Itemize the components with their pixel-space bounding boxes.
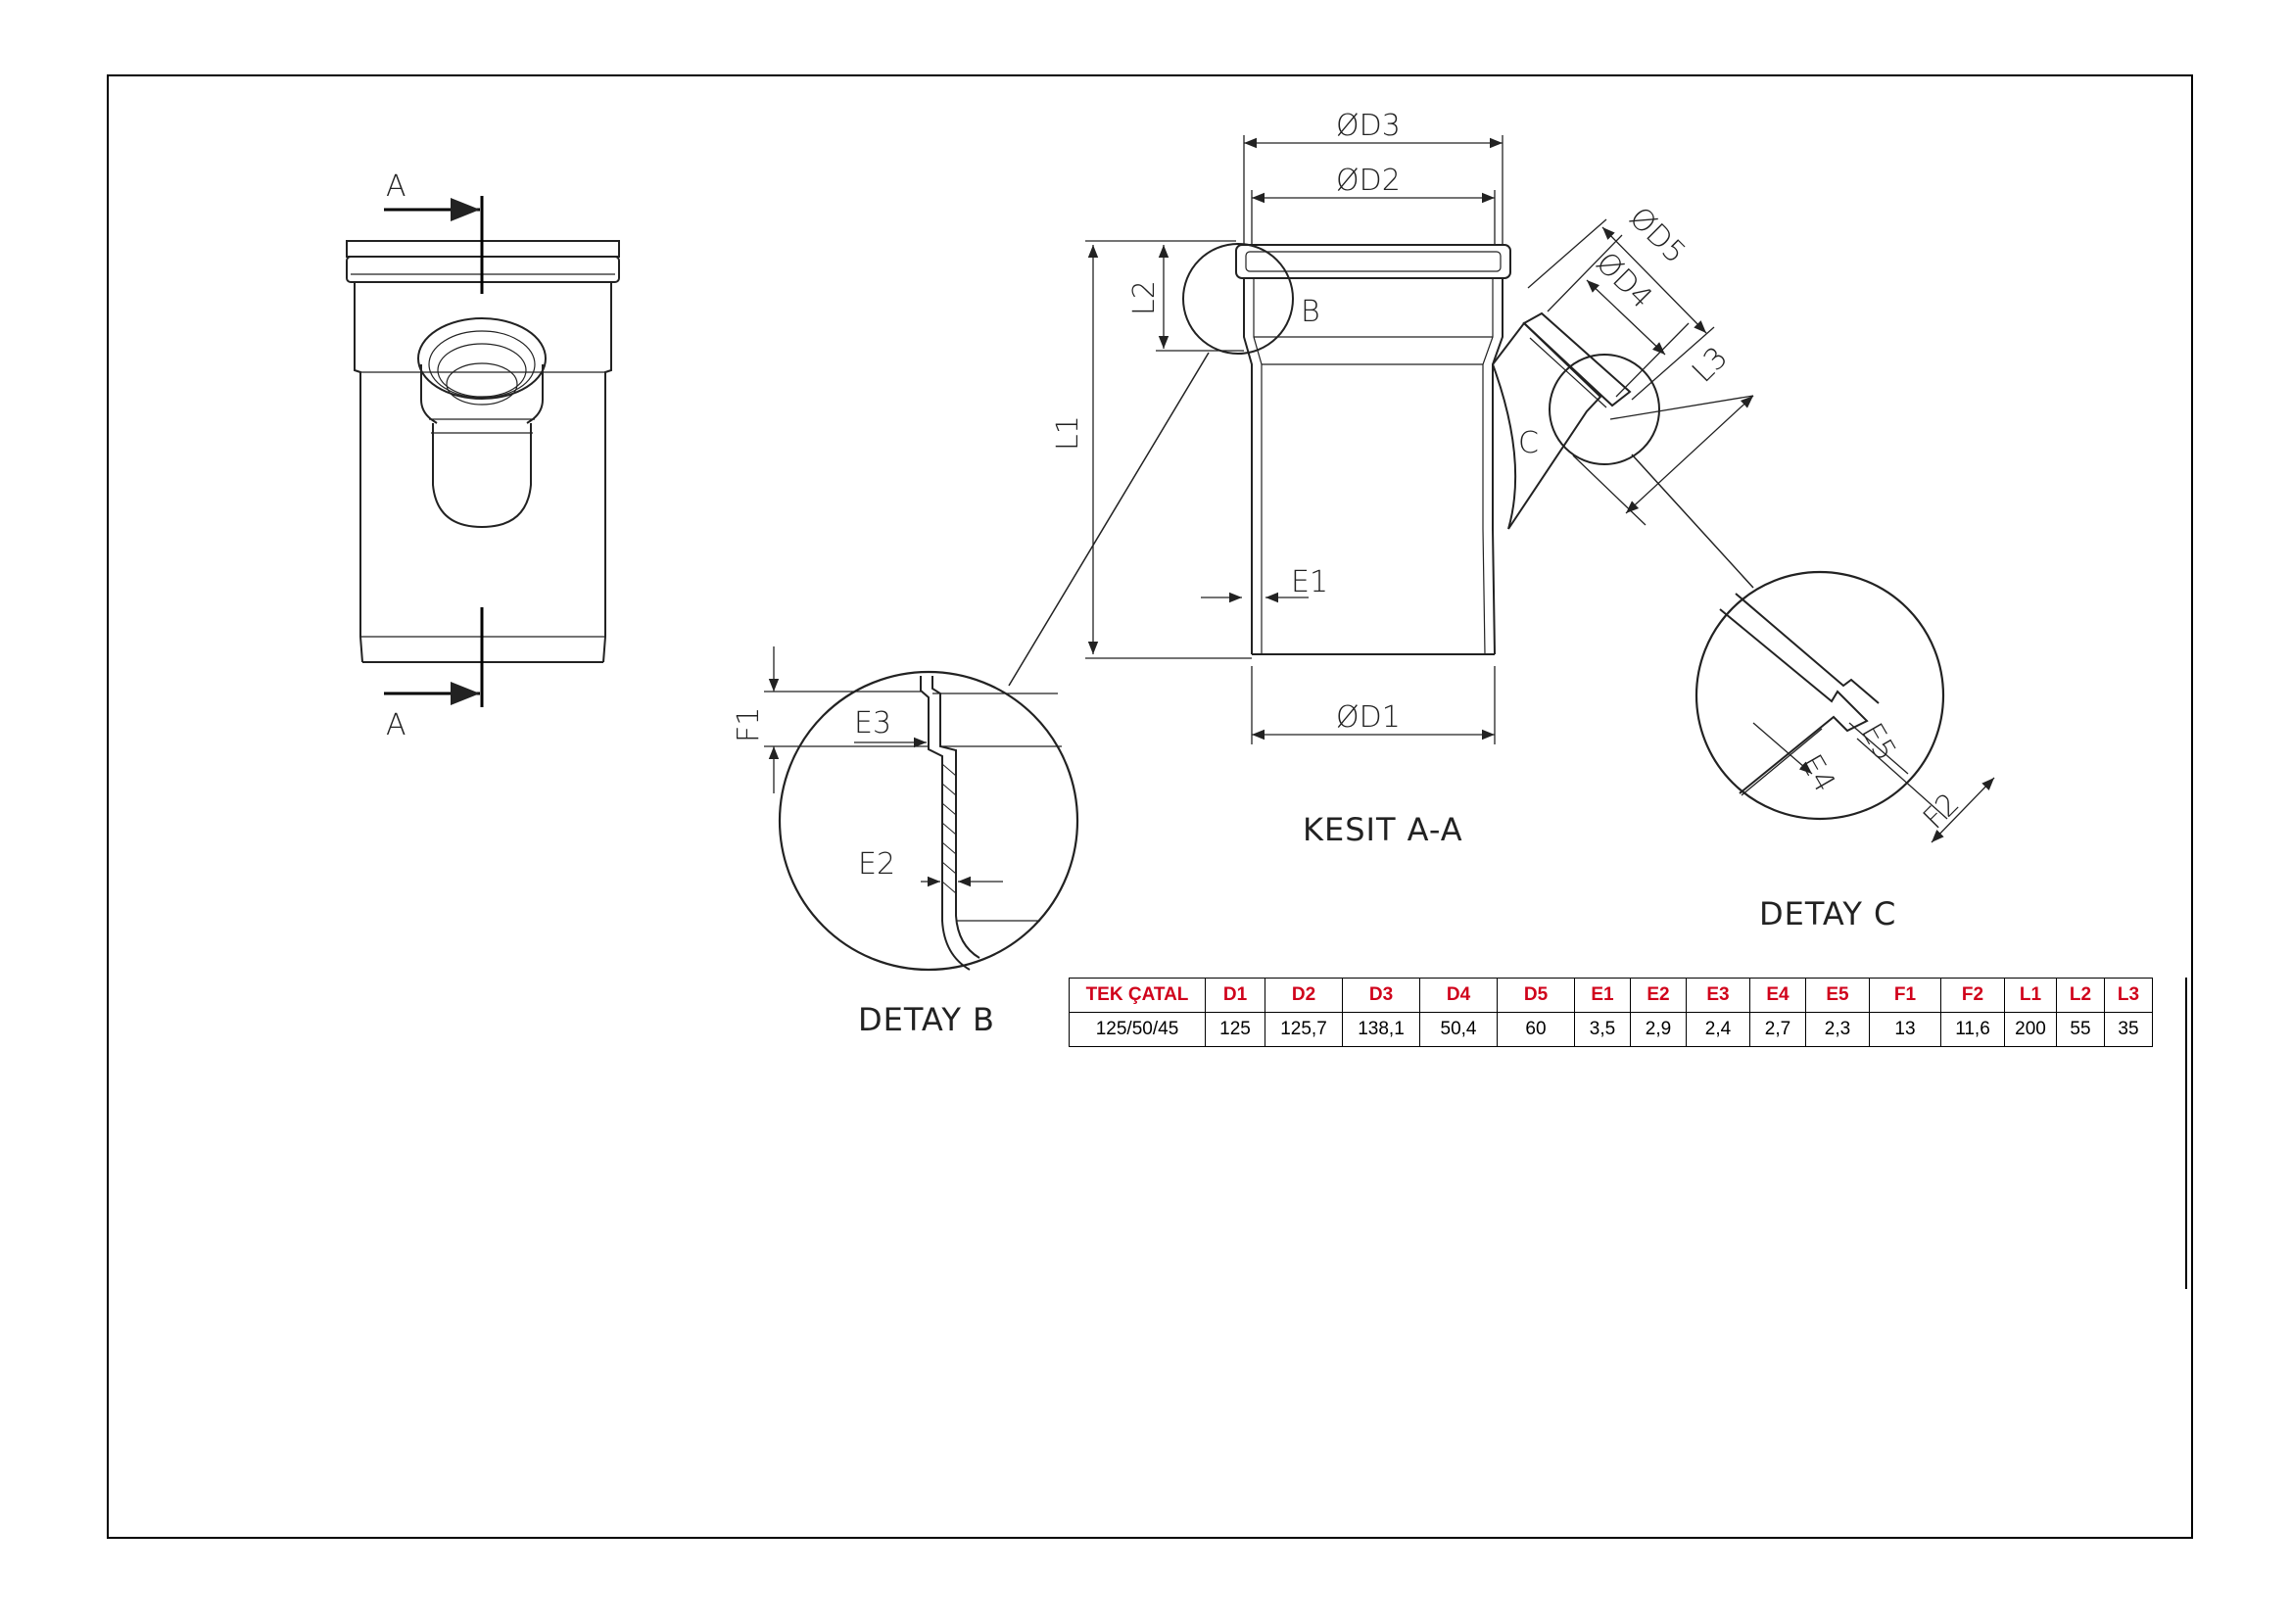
section-mark-top: A [386,169,406,204]
table-row: 125/50/45 125 125,7 138,1 50,4 60 3,5 2,… [1069,1012,2153,1047]
leader-c [1631,454,1754,589]
table-cell: 2,9 [1630,1012,1687,1047]
table-cell: 60 [1497,1012,1575,1047]
table-cell: 13 [1869,1012,1941,1047]
table-cell: 11,6 [1940,1012,2005,1047]
callout-c: C [1518,426,1539,460]
dim-e1-label: E1 [1291,565,1328,599]
col-header: E2 [1630,978,1687,1013]
dim-e2-label: E2 [858,847,895,882]
dim-f2-label: F2 [1917,787,1966,836]
dim-d4-label: ØD4 [1589,246,1658,315]
front-view [346,240,620,663]
detail-c-circle [1694,570,1945,821]
col-header: F1 [1869,978,1941,1013]
dim-d2-label: ØD2 [1336,164,1401,198]
dim-d1-label: ØD1 [1336,700,1401,735]
table-cell: 55 [2056,1012,2105,1047]
table-cell: 35 [2104,1012,2153,1047]
col-header: F2 [1940,978,2005,1013]
col-header: D4 [1419,978,1498,1013]
dim-l2-label: L2 [1127,280,1162,315]
section-line-a [384,196,484,707]
col-header: E5 [1805,978,1870,1013]
detail-b-title: DETAY B [858,1001,995,1038]
detail-c-profile [1719,593,1880,796]
detail-b-marker [1182,243,1294,355]
table-cell: 2,7 [1749,1012,1806,1047]
col-header: D2 [1265,978,1343,1013]
dim-d5-label: ØD5 [1622,201,1692,270]
table-cell: 125/50/45 [1069,1012,1206,1047]
detail-c-marker [1549,354,1660,465]
col-header: L3 [2104,978,2153,1013]
table-cell: 3,5 [1574,1012,1631,1047]
table-cell: 50,4 [1419,1012,1498,1047]
col-header: D3 [1342,978,1420,1013]
section-title: KESIT A-A [1303,811,1463,848]
detail-b-dimensions [764,646,1003,887]
detail-b-profile [920,676,1062,971]
table-header-row: TEK ÇATAL D1 D2 D3 D4 D5 E1 E2 E3 E4 E5 … [1069,978,2153,1013]
dim-e5-label: E5 [1854,718,1902,767]
section-view [1235,244,1632,655]
dim-e4-label: E4 [1793,749,1841,798]
spec-table: TEK ÇATAL D1 D2 D3 D4 D5 E1 E2 E3 E4 E5 … [1069,978,2153,1047]
dim-d3-label: ØD3 [1336,109,1401,143]
dim-e3-label: E3 [854,706,891,740]
section-dimensions [1085,135,1754,744]
dim-l1-label: L1 [1051,415,1085,451]
table-cell: 125 [1205,1012,1265,1047]
sheet-frame [107,74,2193,1539]
callout-b: B [1301,295,1320,329]
section-mark-bottom: A [386,708,406,742]
detail-b-circle [778,670,1079,972]
detail-c-title: DETAY C [1759,895,1896,932]
table-cell: 2,4 [1686,1012,1750,1047]
col-header: E4 [1749,978,1806,1013]
table-cell: 2,3 [1805,1012,1870,1047]
col-header: TEK ÇATAL [1069,978,1206,1013]
col-header: L1 [2004,978,2057,1013]
dim-f1-label: F1 [732,707,766,742]
col-header: D1 [1205,978,1265,1013]
col-header: L2 [2056,978,2105,1013]
table-cell: 125,7 [1265,1012,1343,1047]
dim-l3-label: L3 [1686,341,1735,390]
detail-c-dimensions [1752,722,1995,843]
leader-b [1008,352,1210,687]
col-header: D5 [1497,978,1575,1013]
col-header: E3 [1686,978,1750,1013]
table-cell: 200 [2004,1012,2057,1047]
col-header: E1 [1574,978,1631,1013]
table-cell: 138,1 [1342,1012,1420,1047]
